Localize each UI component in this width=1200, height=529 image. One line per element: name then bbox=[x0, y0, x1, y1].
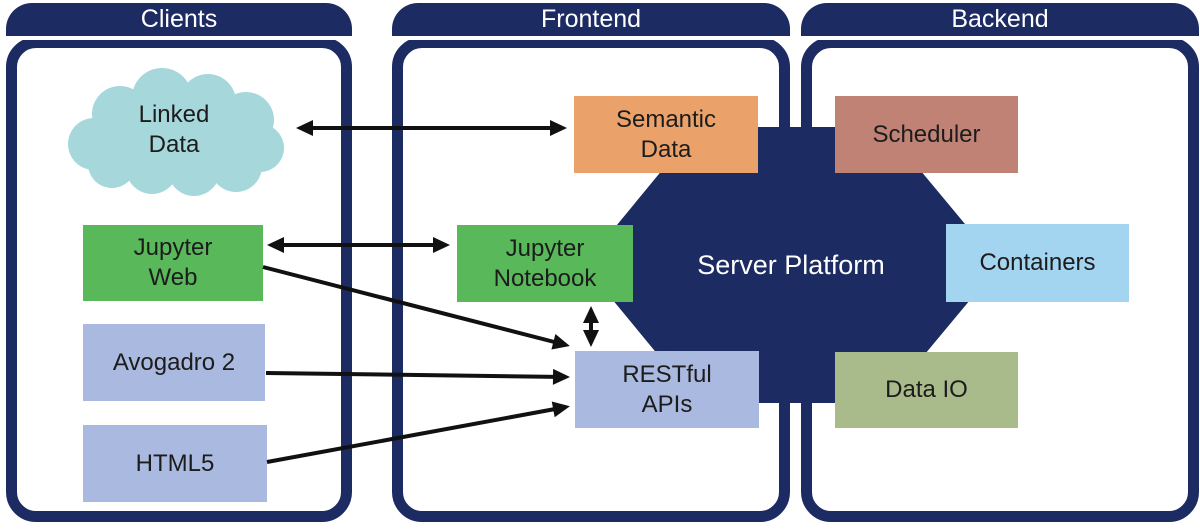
node-scheduler: Scheduler bbox=[835, 96, 1018, 173]
panel-backend-header bbox=[801, 3, 1199, 36]
node-jupyter-notebook-label: Jupyter Notebook bbox=[493, 234, 597, 292]
node-scheduler-label: Scheduler bbox=[872, 120, 981, 148]
node-semantic-data-label: Semantic Data bbox=[615, 105, 717, 163]
node-jupyter-web-label: Jupyter Web bbox=[133, 234, 213, 291]
node-jupyter-web: Jupyter Web bbox=[83, 225, 263, 301]
panel-frontend-title: Frontend bbox=[540, 5, 642, 33]
node-containers: Containers bbox=[946, 224, 1129, 302]
server-platform-label: Server Platform bbox=[697, 249, 885, 280]
node-html5: HTML5 bbox=[83, 425, 267, 502]
panel-clients-gap bbox=[22, 36, 336, 40]
panel-frontend-gap bbox=[408, 36, 774, 40]
node-containers-label: Containers bbox=[979, 249, 1096, 276]
arrow-jupyter-web-restful-apis bbox=[262, 265, 570, 350]
node-avogadro-2: Avogadro 2 bbox=[83, 324, 265, 401]
node-html5-label: HTML5 bbox=[135, 449, 215, 477]
node-linked-data: Linked Data bbox=[58, 62, 290, 198]
panel-clients-header bbox=[6, 3, 352, 36]
node-data-io-label: Data IO bbox=[885, 376, 968, 403]
node-avogadro-2-label: Avogadro 2 bbox=[112, 348, 236, 376]
node-semantic-data: Semantic Data bbox=[574, 96, 758, 173]
panel-clients-title: Clients bbox=[140, 5, 218, 33]
panel-backend-gap bbox=[817, 36, 1183, 40]
node-jupyter-notebook: Jupyter Notebook bbox=[457, 225, 633, 302]
arrow-html5-restful-apis bbox=[266, 401, 570, 464]
arrow-avogadro-2-restful-apis bbox=[265, 368, 570, 385]
node-data-io: Data IO bbox=[835, 352, 1018, 428]
node-linked-data-label: Linked Data bbox=[138, 101, 210, 158]
panel-backend-title: Backend bbox=[951, 5, 1049, 33]
node-restful-apis-label: RESTful APIs bbox=[622, 360, 712, 418]
cloud-icon bbox=[68, 68, 284, 196]
panel-frontend-header bbox=[392, 3, 790, 36]
node-restful-apis: RESTful APIs bbox=[575, 351, 759, 428]
